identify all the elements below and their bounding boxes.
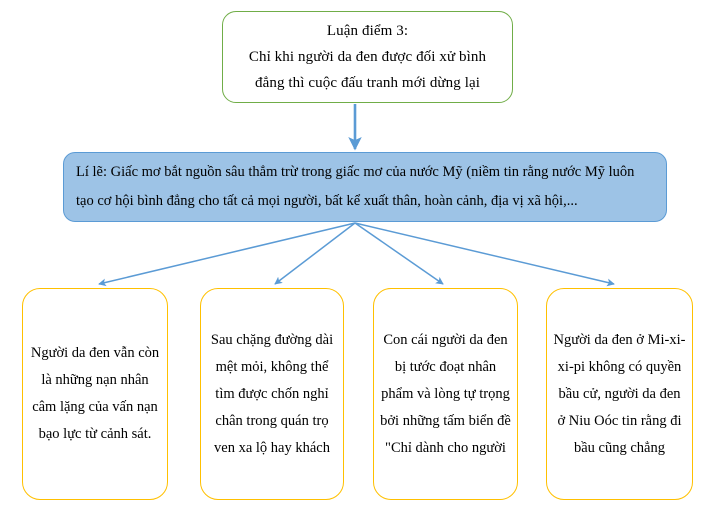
evidence-box-1[interactable]: Người da đen vẫn còn là những nạn nhân c… [22,288,168,500]
evidence-text-2: Sau chặng đường dài mệt mỏi, không thể t… [210,331,334,456]
evidence-text-4: Người da đen ở Mi-xi-xi-pi không có quyề… [553,331,686,456]
reason-box[interactable]: Lí lẽ: Giấc mơ bắt nguồn sâu thẳm trừ tr… [63,152,667,222]
claim-text: Luận điểm 3: Chỉ khi người da đen được đ… [248,23,487,91]
evidence-box-4[interactable]: Người da đen ở Mi-xi-xi-pi không có quyề… [546,288,693,500]
connector-reason-to-evidence-4 [354,222,615,287]
connector-reason-to-evidence-2 [274,222,356,285]
evidence-box-2[interactable]: Sau chặng đường dài mệt mỏi, không thể t… [200,288,344,500]
evidence-text-1: Người da đen vẫn còn là những nạn nhân c… [30,345,160,442]
claim-box[interactable]: Luận điểm 3: Chỉ khi người da đen được đ… [222,11,513,103]
connector-reason-to-evidence-1 [98,222,356,287]
reason-text: Lí lẽ: Giấc mơ bắt nguồn sâu thẳm trừ tr… [76,164,635,209]
evidence-box-3[interactable]: Con cái người da đen bị tước đoạt nhân p… [373,288,518,500]
connector-reason-to-evidence-3 [354,222,444,285]
evidence-text-3: Con cái người da đen bị tước đoạt nhân p… [380,331,511,456]
